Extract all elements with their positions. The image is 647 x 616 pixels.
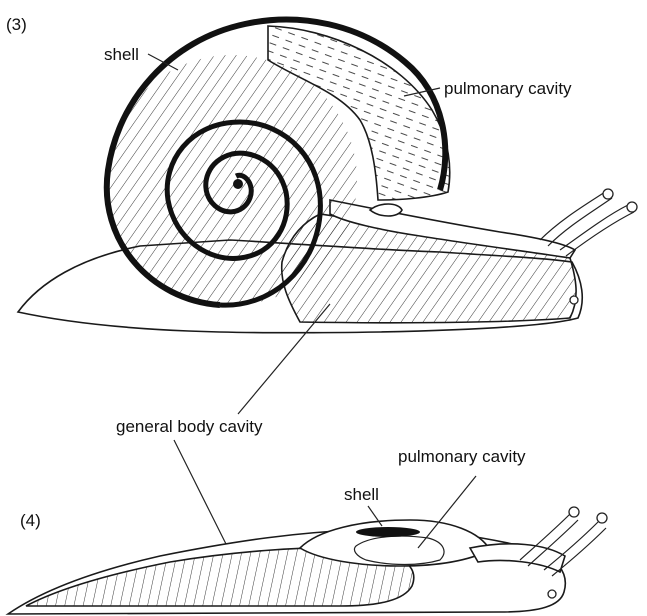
shell-apex (233, 179, 243, 189)
slug-mouth (548, 590, 556, 598)
slug-figure (8, 507, 607, 614)
slug-eye-right (597, 513, 607, 523)
figure-3-pulmonary-label: pulmonary cavity (444, 79, 572, 98)
general-body-cavity-label: general body cavity (116, 417, 263, 436)
snail-figure (18, 20, 637, 333)
snail-eye-right (627, 202, 637, 212)
slug-eye-left (569, 507, 579, 517)
snail-shell-fill (107, 55, 357, 305)
figure-4-number: (4) (20, 511, 41, 530)
slug-mantle (300, 520, 490, 566)
figure-3-shell-label: shell (104, 45, 139, 64)
figure-4-shell-label: shell (344, 485, 379, 504)
figure-4-pulmonary-label: pulmonary cavity (398, 447, 526, 466)
snail-eye-left (603, 189, 613, 199)
snail-mouth (570, 296, 578, 304)
figure-3-number: (3) (6, 15, 27, 34)
slug-shell (356, 527, 420, 537)
